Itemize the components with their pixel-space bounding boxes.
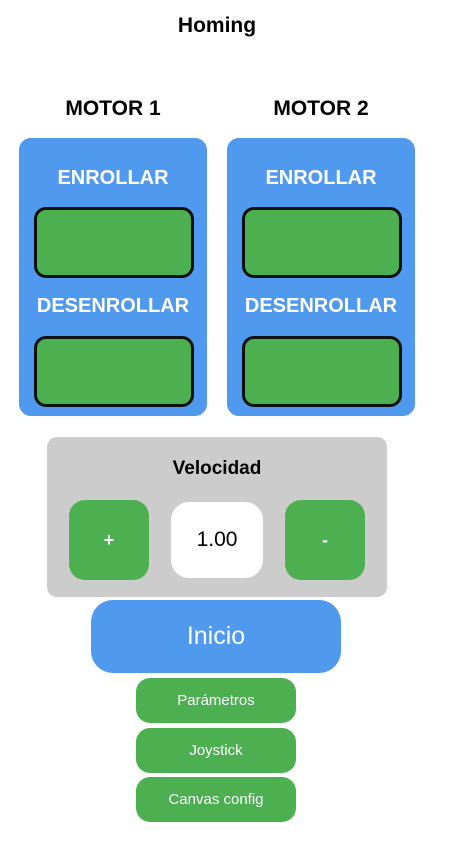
speed-title: Velocidad [172, 458, 262, 479]
joystick-button[interactable]: Joystick [136, 728, 296, 773]
page-title: Homing [177, 14, 257, 37]
motor-2-panel: ENROLLAR DESENROLLAR [227, 138, 415, 416]
motor-2-roll-button[interactable] [242, 207, 402, 278]
motor-2-title: MOTOR 2 [273, 97, 369, 120]
motor-2-unroll-button[interactable] [242, 336, 402, 407]
motor-1-unroll-label: DESENROLLAR [36, 295, 190, 317]
motor-2-unroll-label: DESENROLLAR [244, 295, 398, 317]
speed-increase-button[interactable]: + [69, 500, 149, 580]
motor-1-roll-label: ENROLLAR [57, 167, 169, 189]
canvas-config-button[interactable]: Canvas config [136, 777, 296, 822]
motor-1-unroll-button[interactable] [34, 336, 194, 407]
motor-1-title: MOTOR 1 [65, 97, 161, 120]
motor-1-roll-button[interactable] [34, 207, 194, 278]
start-button[interactable]: Inicio [91, 600, 341, 673]
motor-1-panel: ENROLLAR DESENROLLAR [19, 138, 207, 416]
motor-2-roll-label: ENROLLAR [265, 167, 377, 189]
speed-decrease-button[interactable]: - [285, 500, 365, 580]
parameters-button[interactable]: Parámetros [136, 678, 296, 723]
speed-value-display: 1.00 [171, 502, 263, 578]
speed-panel: Velocidad + 1.00 - [47, 437, 387, 597]
